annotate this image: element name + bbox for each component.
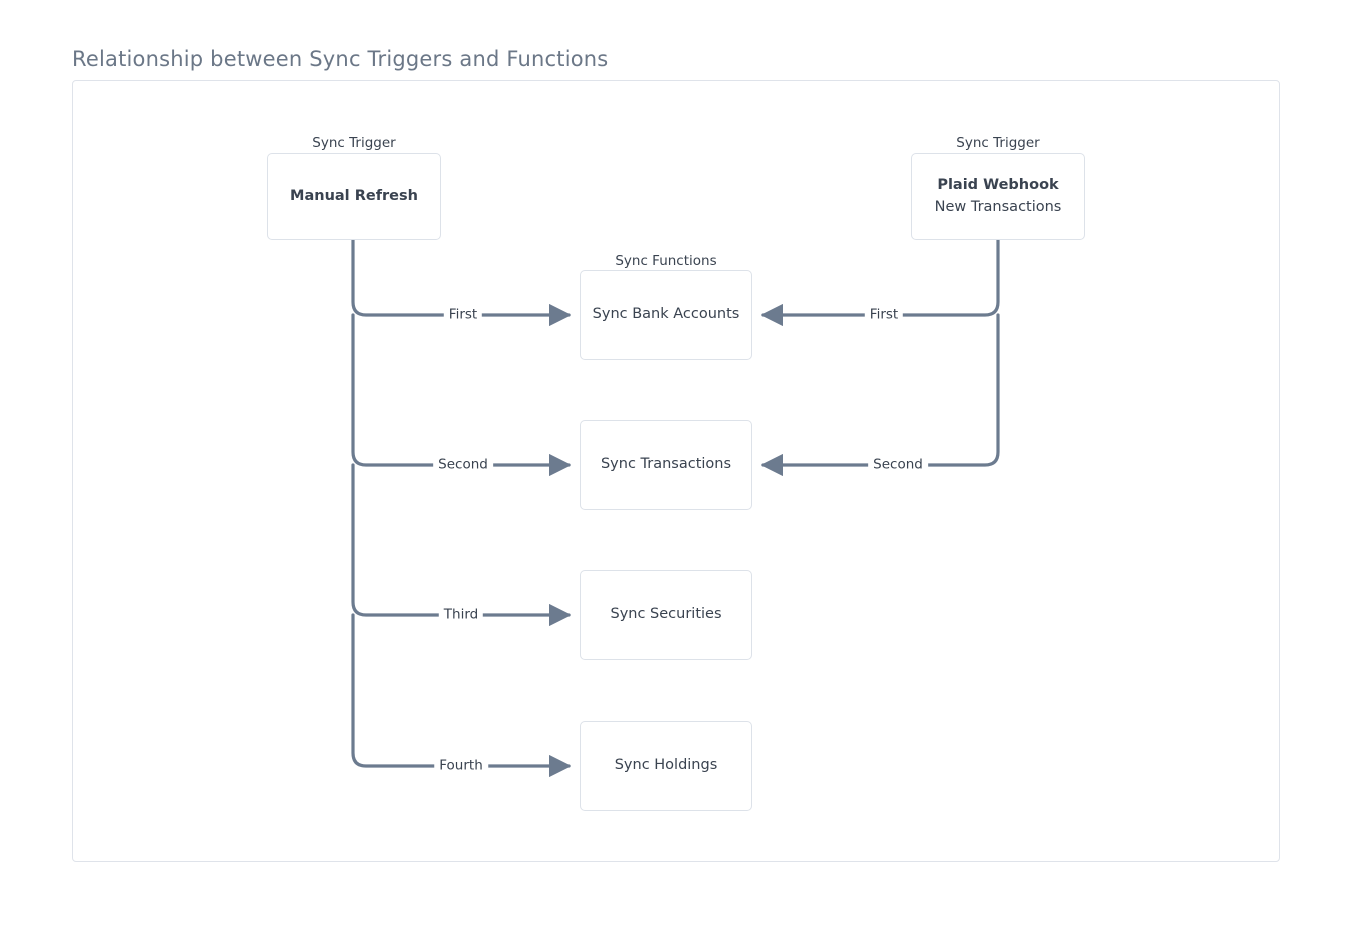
node-sync-transactions[interactable]: Sync Transactions xyxy=(580,420,752,510)
node-sync-bank-accounts[interactable]: Sync Bank Accounts xyxy=(580,270,752,360)
node-sync-securities[interactable]: Sync Securities xyxy=(580,570,752,660)
edge-label-third-left: Third xyxy=(438,608,484,622)
edge-label-second-right: Second xyxy=(868,458,928,472)
node-plaid-webhook-line-2: New Transactions xyxy=(934,198,1062,215)
edge-label-first-left: First xyxy=(443,308,483,322)
cluster-label-functions: Sync Functions xyxy=(615,253,717,269)
edge-label-first-right: First xyxy=(864,308,904,322)
node-manual-refresh-line-1: Manual Refresh xyxy=(290,187,418,204)
node-sync-holdings-label: Sync Holdings xyxy=(614,757,718,774)
node-plaid-webhook-line-1: Plaid Webhook xyxy=(937,177,1059,194)
node-plaid-webhook[interactable]: Plaid Webhook New Transactions xyxy=(911,153,1085,240)
page-title: Relationship between Sync Triggers and F… xyxy=(72,47,609,71)
node-sync-securities-label: Sync Securities xyxy=(610,606,722,623)
node-sync-bank-accounts-label: Sync Bank Accounts xyxy=(592,306,740,323)
edge-label-second-left: Second xyxy=(433,458,493,472)
cluster-label-trigger-right: Sync Trigger xyxy=(956,135,1040,151)
cluster-label-trigger-left: Sync Trigger xyxy=(312,135,396,151)
node-sync-transactions-label: Sync Transactions xyxy=(600,456,732,473)
edge-label-fourth-left: Fourth xyxy=(434,759,488,773)
node-manual-refresh[interactable]: Manual Refresh xyxy=(267,153,441,240)
node-sync-holdings[interactable]: Sync Holdings xyxy=(580,721,752,811)
